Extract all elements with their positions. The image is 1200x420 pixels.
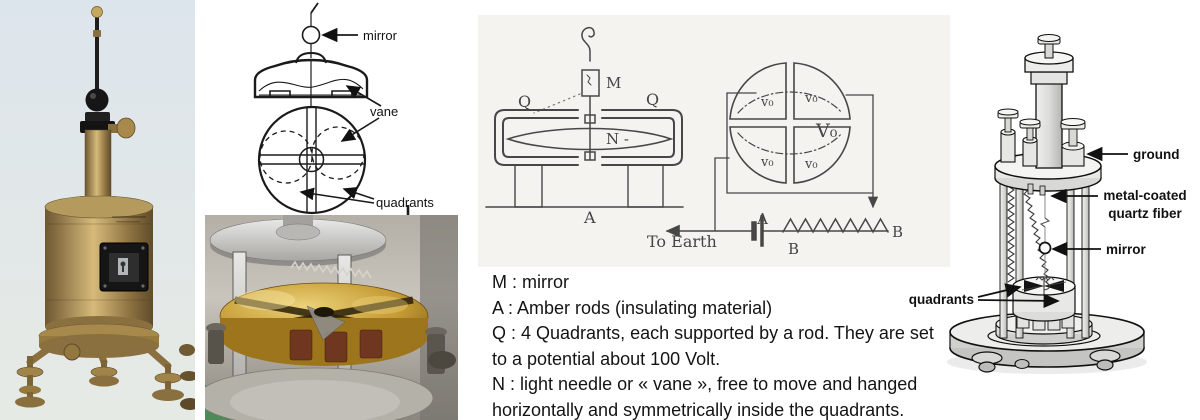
base-foot [1014, 358, 1030, 370]
schematic-q-left-label: Q [518, 92, 531, 111]
needle-lens [505, 127, 674, 151]
viewing-window [99, 242, 149, 292]
v0-label-lower-right: v₀ [804, 157, 818, 172]
quadrants-label: quadrants [909, 292, 974, 307]
ground-post [1060, 118, 1086, 167]
quadrants-top-view [257, 105, 367, 215]
mirror-circle [301, 25, 321, 45]
schematic-amber-label: A [583, 208, 596, 227]
top-view-schematic [729, 62, 851, 184]
quadrants-arrow-right [342, 186, 375, 200]
mirror-label: mirror [1106, 242, 1147, 257]
central-column [1024, 33, 1074, 169]
side-view-schematic [485, 26, 684, 208]
electrometer-schematic: M Q Q N - A To Earth v₀ v₀ v₀ v₀ V₀ A B … [478, 15, 950, 267]
label-arrows [977, 146, 1128, 309]
rheostat-a-label: A [756, 210, 768, 228]
vane-arrow-lower [340, 117, 380, 142]
quadrants-arrow-lower [977, 293, 1060, 309]
rheostat-zigzag [782, 217, 889, 234]
brass-electrometer-photo [0, 0, 195, 420]
notes-line: M : mirror [492, 272, 569, 292]
side-bolt [208, 330, 224, 364]
legend-notes: M : mirror A : Amber rods (insulating ma… [492, 270, 952, 420]
schematic-q-right-label: Q [646, 90, 659, 109]
quadrants-arrow-left [299, 187, 375, 204]
fiber-label-line2: quartz fiber [1108, 206, 1182, 221]
notes-line: horizontally and symmetrically inside th… [492, 399, 905, 420]
gold-quadrants [219, 282, 429, 366]
ball-joint [80, 88, 115, 133]
leveling-feet [15, 344, 195, 410]
v0-label-upper-left: v₀ [760, 95, 774, 110]
vane-quadrants-diagram: mirror vane quadrants [205, 2, 458, 420]
spring-wire [290, 260, 372, 279]
v0-label-upper-right: v₀ [804, 91, 818, 106]
quadrant-drum [1012, 276, 1076, 331]
fiber-label-line1: metal-coated [1103, 188, 1186, 203]
suspension-diagram [253, 2, 421, 314]
electrode-rod [91, 6, 103, 102]
notes-line: N : light needle or « vane », free to mo… [492, 374, 918, 394]
instrument-drawing [947, 33, 1147, 374]
mirror-circle [1038, 241, 1052, 255]
battery-plate-thick [751, 221, 757, 241]
circuit-wiring [665, 92, 889, 247]
schematic-needle-label: N - [606, 130, 629, 148]
battery-label: B [788, 240, 799, 258]
notes-line: to a potential about 100 Volt. [492, 348, 721, 369]
schematic-mirror-label: M [606, 74, 621, 92]
quadrants-label: quadrants [376, 195, 434, 210]
tripod-base [26, 323, 172, 370]
to-earth-label: To Earth [647, 232, 717, 251]
quadrants-mechanism-photo [205, 215, 458, 420]
vane-label: vane [370, 104, 398, 119]
mirror-label: mirror [363, 28, 398, 43]
notes-line: Q : 4 Quadrants, each supported by a rod… [492, 323, 934, 343]
notes-line: A : Amber rods (insulating material) [492, 297, 773, 318]
binding-posts [997, 108, 1086, 167]
quadrants-arrow-upper [977, 283, 1022, 298]
ground-label: ground [1133, 147, 1180, 162]
electrometer-illustration: ground metal-coated quartz fiber mirror … [909, 33, 1187, 374]
rheostat-b-label: B [892, 223, 903, 241]
springs [1007, 185, 1055, 291]
schematic-paper [478, 15, 950, 267]
vane-arrow-upper [345, 85, 382, 107]
vane-side-view [253, 51, 369, 107]
v0-label-lower-left: v₀ [760, 155, 774, 170]
top-screw [1037, 33, 1061, 43]
v0-big-label: V₀ [815, 120, 838, 142]
